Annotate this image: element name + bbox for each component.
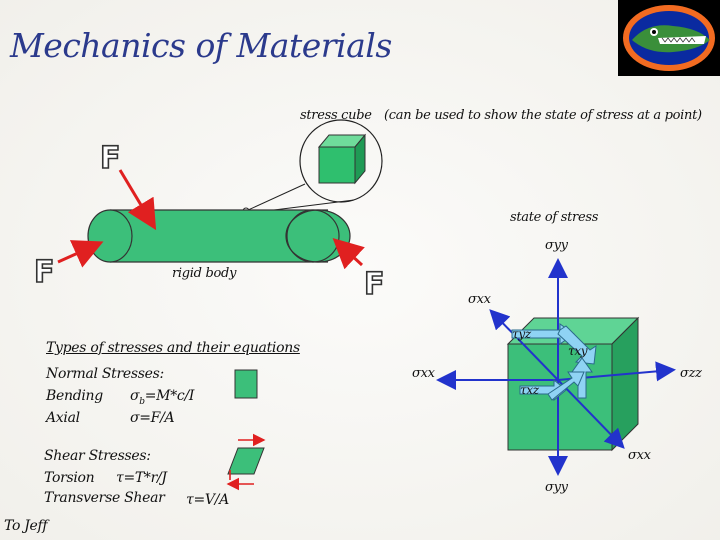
torsion-label: Torsion: [44, 470, 95, 486]
axial-equation: σ=F/A: [130, 410, 175, 426]
gator-logo-icon: [618, 0, 720, 76]
equations-header: Types of stresses and their equations: [46, 340, 300, 356]
tau-xy-label: τxy: [568, 344, 588, 358]
sigma-xx-arrow-diag-up: [489, 309, 559, 381]
rigid-body-cylinder: [87, 209, 351, 263]
bending-equation: σb=M*c/I: [130, 388, 195, 407]
stress-cube-note: (can be used to show the state of stress…: [384, 108, 702, 123]
force-arrow-top: [118, 169, 157, 231]
sigma-xx-arrow-diag-down: [557, 379, 625, 449]
force-label-right: F: [363, 267, 385, 302]
transverse-shear-label: Transverse Shear: [44, 490, 165, 506]
torsion-shape: [227, 447, 265, 475]
page-title: Mechanics of Materials: [10, 26, 392, 65]
sigma-yy-bottom-label: σyy: [545, 480, 568, 495]
stress-cube-label: stress cube: [300, 108, 372, 123]
transverse-shear-equation: τ=V/A: [186, 492, 229, 508]
small-stress-cube: [317, 133, 367, 185]
rigid-body-label: rigid body: [172, 266, 237, 281]
state-of-stress-label: state of stress: [510, 210, 599, 225]
bending-shape: [234, 369, 258, 399]
sigma-xx-bottom-label: σxx: [628, 448, 651, 463]
axial-label: Axial: [46, 410, 80, 426]
sigma-yy-top-label: σyy: [545, 238, 568, 253]
shear-stresses-header: Shear Stresses:: [44, 448, 151, 464]
force-arrow-left: [57, 240, 104, 268]
force-label-left: F: [33, 255, 55, 290]
force-label-top: F: [99, 141, 121, 176]
shear-arrows: [511, 323, 597, 402]
sigma-xx-top-label: σxx: [468, 292, 491, 307]
sigma-zz-right-label: σzz: [680, 366, 702, 381]
normal-stresses-header: Normal Stresses:: [46, 366, 164, 382]
footer-note: To Jeff: [4, 518, 48, 534]
sigma-xx-left-label: σxx: [412, 366, 435, 381]
tau-yz-label: τyz: [512, 327, 531, 341]
bending-label: Bending: [46, 388, 103, 404]
torsion-equation: τ=T*r/J: [116, 470, 167, 486]
tau-xz-label: τxz: [520, 383, 539, 397]
force-arrow-right: [332, 237, 365, 270]
